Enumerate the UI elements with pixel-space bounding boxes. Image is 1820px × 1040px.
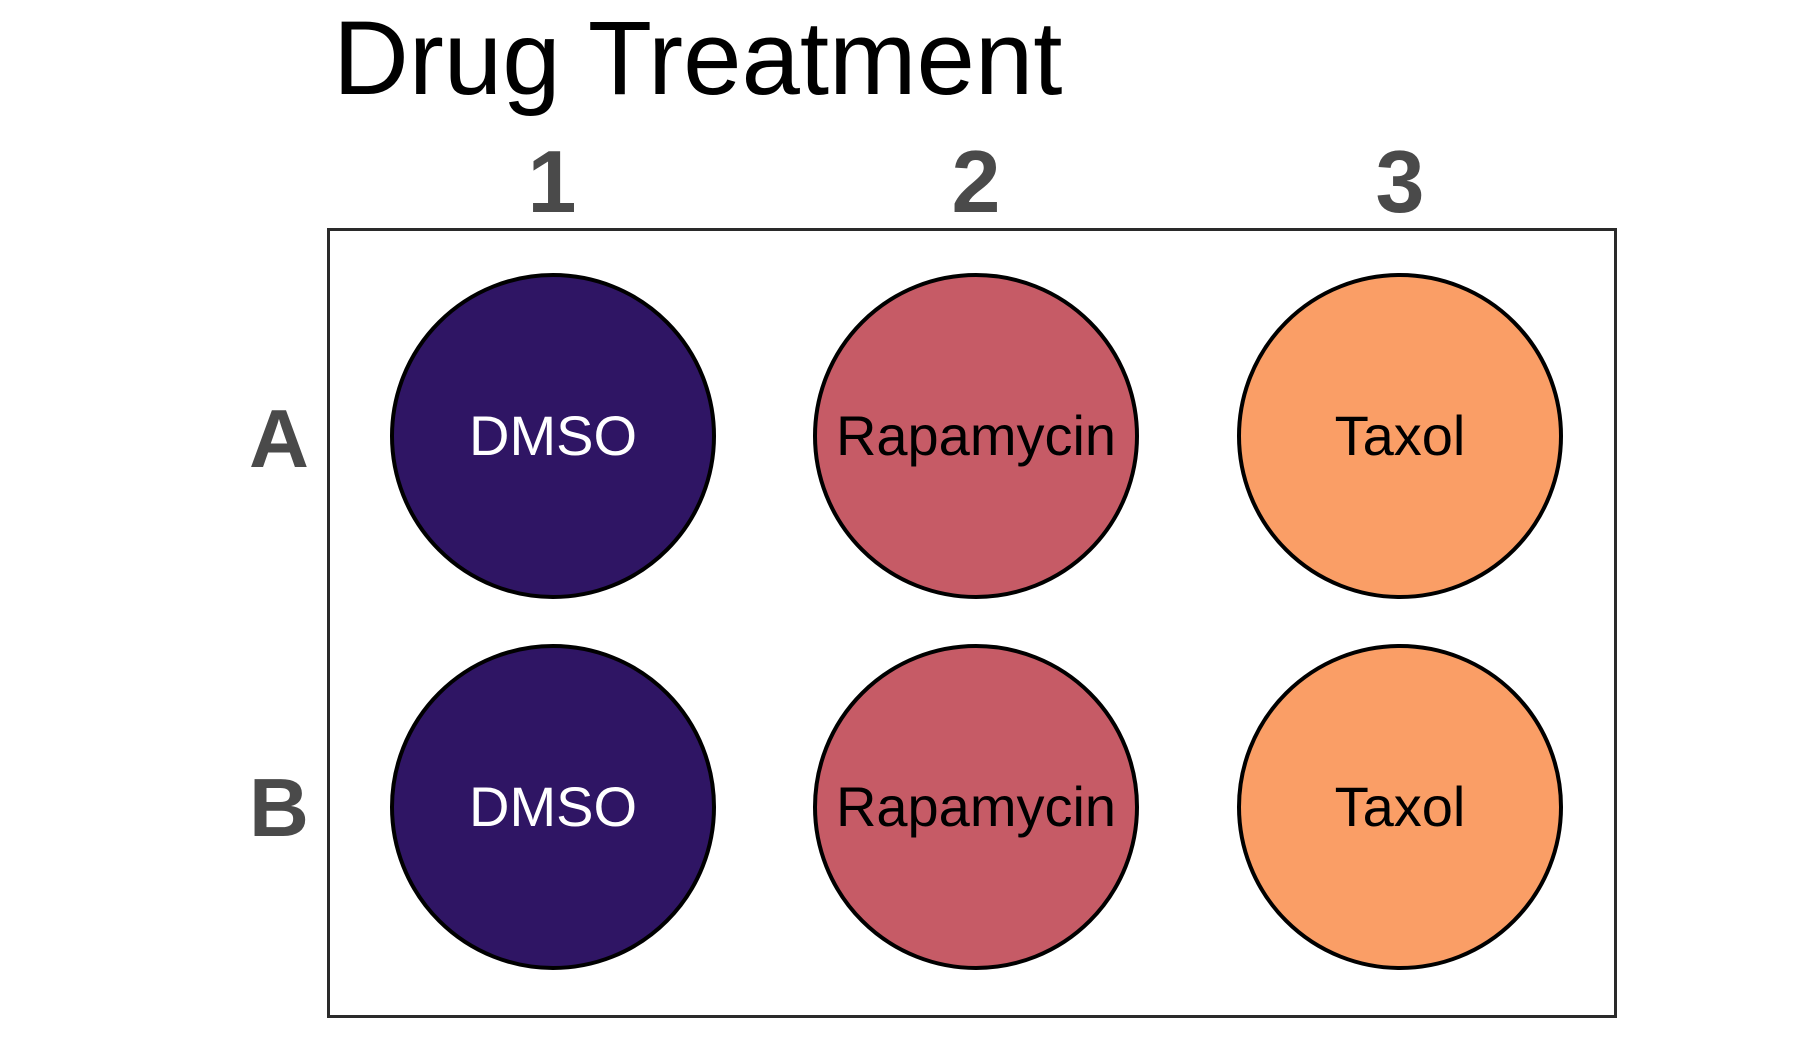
well-b1-label: DMSO — [469, 775, 637, 838]
well-a1: DMSO — [390, 273, 716, 599]
plate-outline: DMSO Rapamycin Taxol DMSO Rapamycin Taxo… — [327, 228, 1617, 1018]
row-label-b: B — [249, 761, 309, 854]
row-label-a: A — [249, 392, 309, 485]
column-label-3: 3 — [1375, 132, 1425, 231]
well-a2: Rapamycin — [813, 273, 1139, 599]
well-b2: Rapamycin — [813, 644, 1139, 970]
well-b1: DMSO — [390, 644, 716, 970]
well-a2-label: Rapamycin — [835, 404, 1117, 467]
well-a3-label: Taxol — [1334, 404, 1466, 467]
well-b2-label: Rapamycin — [835, 775, 1117, 838]
well-a1-label: DMSO — [469, 404, 637, 467]
figure-title: Drug Treatment — [333, 0, 1063, 117]
well-a3: Taxol — [1237, 273, 1563, 599]
well-b3-label: Taxol — [1334, 775, 1466, 838]
column-label-1: 1 — [527, 132, 577, 231]
well-b3: Taxol — [1237, 644, 1563, 970]
column-label-2: 2 — [951, 132, 1001, 231]
